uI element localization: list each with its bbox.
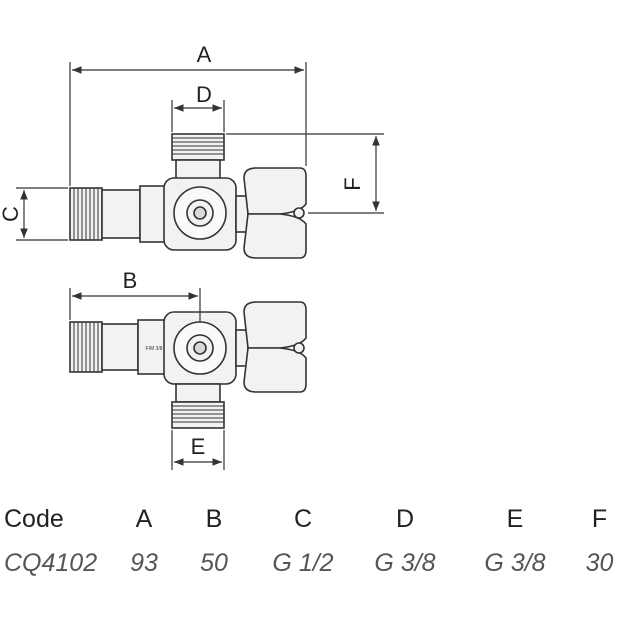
thread-lines-inlet-bottom	[73, 322, 99, 372]
handle-screw-top	[293, 207, 305, 219]
dim-e-label: E	[191, 434, 206, 459]
cell-a: 93	[130, 548, 158, 577]
thread-lines-inlet-top	[73, 188, 99, 240]
outlet-neck-d	[175, 159, 221, 181]
technical-drawing: F/M 3/8	[0, 42, 384, 470]
thread-lines-outlet-d	[172, 137, 224, 155]
header-a: A	[135, 504, 153, 533]
table-row: CQ4102 93 50 G 1/2 G 3/8 G 3/8 30	[0, 541, 625, 585]
table-header-row: Code A B C D E F	[0, 497, 625, 541]
header-c: C	[293, 504, 313, 533]
handle-top	[243, 167, 307, 215]
cell-f: 30	[585, 548, 614, 577]
inlet-shank-top	[101, 189, 141, 239]
dim-c-label: C	[0, 206, 23, 222]
dim-a-label: A	[197, 42, 212, 67]
top-valve-view	[69, 133, 307, 259]
valve-stem-hole-bottom	[193, 341, 207, 355]
outlet-neck-e	[175, 383, 221, 403]
handle-top-lower	[243, 213, 307, 259]
dimension-lines	[16, 62, 384, 470]
dim-b-label: B	[123, 268, 138, 293]
bottom-valve-view: F/M 3/8	[69, 301, 307, 429]
handle-screw-bottom	[293, 342, 305, 354]
dim-d-label: D	[196, 82, 212, 107]
cell-e: G 3/8	[484, 548, 546, 577]
cell-code: CQ4102	[4, 548, 98, 577]
handle-bottom	[243, 301, 307, 349]
valve-stem-hole-top	[193, 206, 207, 220]
spec-table: Code A B C D E F CQ4102 93 50 G 1/2 G 3/…	[0, 497, 625, 585]
inlet-shank-bottom	[101, 323, 139, 371]
cell-b: 50	[200, 548, 228, 577]
dim-f-label: F	[340, 177, 365, 190]
cell-d: G 3/8	[374, 548, 436, 577]
handle-bottom-lower	[243, 347, 307, 393]
valve-marking: F/M 3/8	[146, 346, 163, 352]
header-f: F	[591, 504, 608, 533]
thread-lines-outlet-e	[172, 405, 224, 423]
header-d: D	[395, 504, 415, 533]
cell-c: G 1/2	[272, 548, 334, 577]
header-b: B	[205, 504, 223, 533]
header-e: E	[506, 504, 524, 533]
inlet-collar-top	[139, 185, 167, 243]
header-code: Code	[4, 504, 64, 533]
